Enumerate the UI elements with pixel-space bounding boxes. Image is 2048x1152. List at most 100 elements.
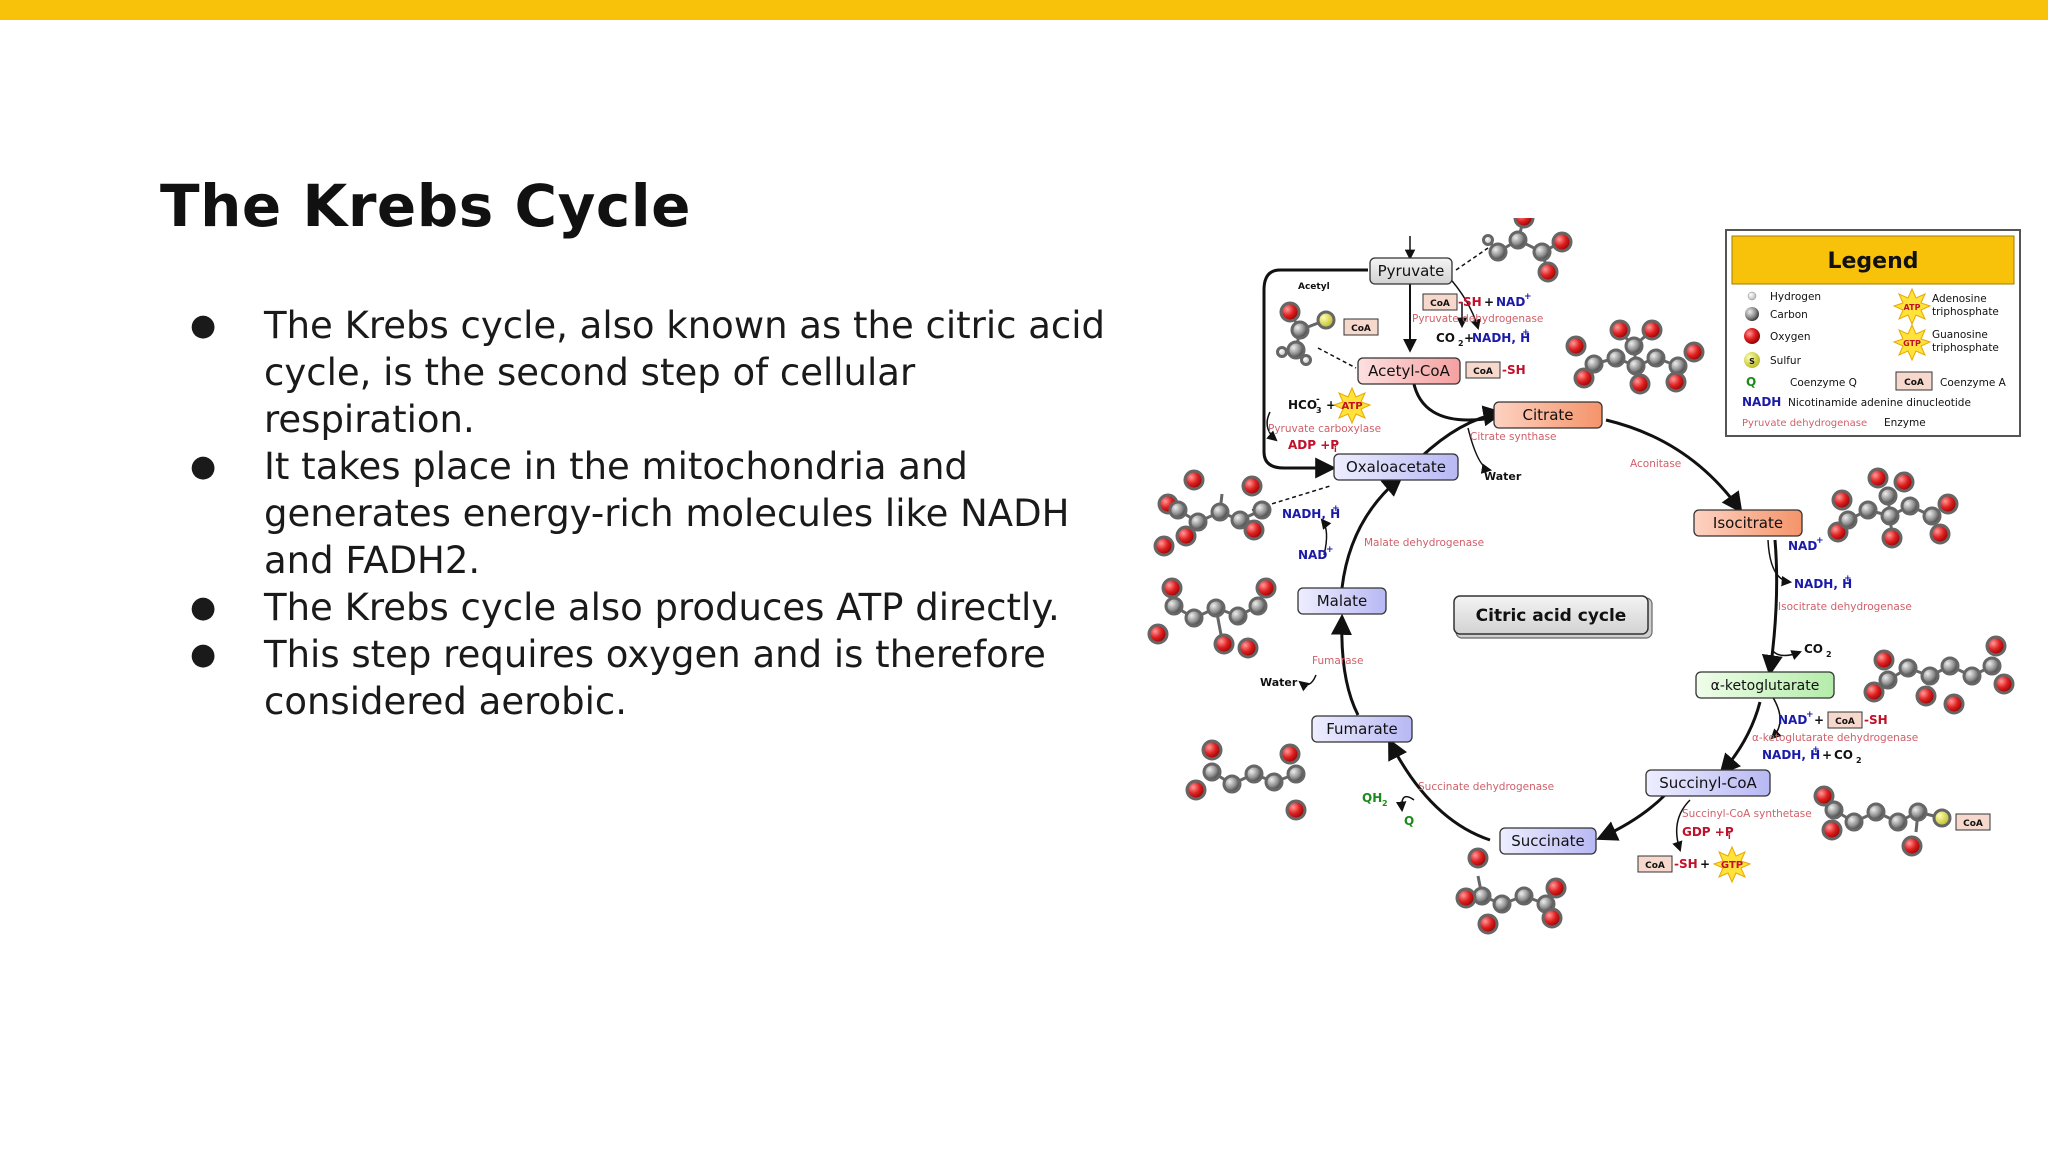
molecule-oxaloacetate — [1153, 469, 1272, 557]
node-succinyl-coa: Succinyl-CoA — [1645, 769, 1771, 797]
legend-carbon: Carbon — [1770, 309, 1808, 321]
node-label: α-ketoglutarate — [1711, 678, 1820, 694]
molecule-succinyl-coa: CoA — [1813, 785, 1991, 857]
molecule-fumarate — [1185, 739, 1307, 821]
co2-label: CO — [1804, 642, 1823, 656]
sup-plus: + — [1816, 536, 1824, 546]
node-label: Pyruvate — [1378, 262, 1445, 280]
legend-coenzyme-a: Coenzyme A — [1940, 377, 2007, 389]
center-label-text: Citric acid cycle — [1476, 606, 1627, 626]
water-label: Water — [1484, 470, 1522, 483]
molecule-succinate — [1455, 847, 1567, 935]
adp-label: ADP +P — [1288, 438, 1339, 452]
node-citrate: Citrate — [1493, 401, 1603, 429]
legend-atp-line2: triphosphate — [1932, 306, 1999, 318]
sh-label: -SH — [1674, 857, 1698, 871]
node-label: Succinyl-CoA — [1659, 774, 1757, 792]
nad-label: NAD — [1788, 539, 1817, 553]
bullet-item: ●The Krebs cycle also produces ATP direc… — [190, 584, 1110, 631]
molecule-pyruvate — [1482, 218, 1573, 283]
node-label: Acetyl-CoA — [1368, 362, 1450, 380]
coa-box: CoA — [1473, 367, 1493, 377]
node-acetyl-coa: Acetyl-CoA — [1357, 357, 1461, 385]
molecule-ketoglutarate — [1863, 635, 2015, 715]
plus-label: + — [1700, 857, 1710, 871]
top-accent-bar — [0, 0, 2048, 20]
node-oxaloacetate: Oxaloacetate — [1333, 453, 1459, 481]
oxygen-icon — [1744, 328, 1760, 344]
legend: Legend Hydrogen Carbon Oxygen S Sulfur Q… — [1725, 229, 2021, 437]
node-label: Oxaloacetate — [1346, 458, 1446, 476]
bullet-item: ●This step requires oxygen and is theref… — [190, 631, 1110, 725]
cycle-arrows — [1262, 236, 1783, 842]
node-malate: Malate — [1297, 587, 1387, 615]
hydrogen-icon — [1747, 291, 1757, 301]
sup-plus: + — [1844, 574, 1852, 584]
enzyme-malate-dehydrogenase: Malate dehydrogenase — [1364, 537, 1484, 549]
sh-label: -SH — [1864, 713, 1888, 727]
plus-label: + — [1464, 331, 1474, 345]
q-label: Q — [1404, 814, 1414, 828]
nadh-label: NADH, H — [1794, 577, 1852, 591]
sh-label: -SH — [1458, 295, 1482, 309]
gdp-label: GDP +P — [1682, 825, 1734, 839]
plus-label: + — [1484, 295, 1494, 309]
gtp-label: GTP — [1721, 860, 1743, 871]
legend-coa-symbol: CoA — [1904, 378, 1924, 388]
sup-plus: + — [1524, 292, 1532, 302]
sub-2: 2 — [1458, 339, 1464, 348]
molecule-acetyl — [1276, 301, 1336, 366]
node-pyruvate: Pyruvate — [1369, 257, 1453, 285]
sub-2: 2 — [1856, 756, 1862, 765]
enzyme-aconitase: Aconitase — [1630, 458, 1681, 470]
enzyme-citrate-synthase: Citrate synthase — [1470, 431, 1557, 443]
sup-plus: + — [1326, 545, 1334, 555]
coa-box: CoA — [1645, 861, 1665, 871]
enzyme-fumarase: Fumarase — [1312, 655, 1363, 667]
nad-label: NAD — [1778, 713, 1807, 727]
sup-plus: + — [1812, 745, 1820, 755]
center-label: Citric acid cycle — [1453, 595, 1653, 639]
legend-atp-line1: Adenosine — [1932, 293, 1987, 305]
sub-2: 2 — [1826, 650, 1832, 659]
acetyl-label: Acetyl — [1298, 282, 1330, 292]
water-label: Water — [1260, 676, 1298, 689]
sub-i: i — [1728, 832, 1731, 841]
coa-box: CoA — [1351, 324, 1371, 334]
nadh-label: NADH, H — [1762, 748, 1820, 762]
legend-gtp-symbol: GTP — [1903, 339, 1921, 348]
enzyme-labels: Pyruvate dehydrogenase Pyruvate carboxyl… — [1268, 313, 1918, 820]
enzyme-pyruvate-carboxylase: Pyruvate carboxylase — [1268, 423, 1381, 435]
node-ketoglutarate: α-ketoglutarate — [1695, 671, 1835, 699]
node-label: Isocitrate — [1713, 514, 1783, 532]
bullet-item: ●The Krebs cycle, also known as the citr… — [190, 302, 1110, 443]
nad-label: NAD — [1496, 295, 1525, 309]
legend-enzyme: Enzyme — [1884, 417, 1926, 429]
bullet-glyph: ● — [190, 308, 217, 343]
krebs-cycle-diagram: Pyruvate Acetyl-CoA Citrate Isocitrate α… — [1147, 218, 2021, 935]
node-label: Fumarate — [1326, 720, 1398, 738]
bullet-glyph: ● — [190, 637, 217, 672]
node-label: Succinate — [1511, 832, 1585, 850]
nadh-symbol: NADH — [1742, 395, 1781, 409]
bullet-list: ●The Krebs cycle, also known as the citr… — [190, 302, 1110, 725]
bullet-glyph: ● — [190, 590, 217, 625]
legend-nadh: Nicotinamide adenine dinucleotide — [1788, 397, 1971, 409]
nad-label: NAD — [1298, 548, 1327, 562]
co2-label: CO — [1834, 748, 1853, 762]
legend-gtp-line1: Guanosine — [1932, 329, 1988, 341]
sub-2: 2 — [1382, 799, 1388, 808]
cofactor-labels: CoA -SH + NAD + CO 2 + NADH, H + CoA -SH… — [1260, 282, 1888, 883]
sup-plus: + — [1332, 504, 1340, 514]
sup-plus: + — [1806, 710, 1814, 720]
bullet-glyph: ● — [190, 449, 217, 484]
sh-label: -SH — [1502, 363, 1526, 377]
sulfur-symbol: S — [1749, 357, 1755, 366]
node-fumarate: Fumarate — [1311, 715, 1413, 743]
q-symbol: Q — [1746, 375, 1756, 389]
slide-title: The Krebs Cycle — [160, 172, 691, 240]
molecule-citrate — [1565, 319, 1705, 395]
enzyme-succinate-dehydrogenase: Succinate dehydrogenase — [1418, 781, 1554, 793]
molecule-malate — [1147, 577, 1277, 659]
sulfur-icon — [1744, 352, 1760, 368]
